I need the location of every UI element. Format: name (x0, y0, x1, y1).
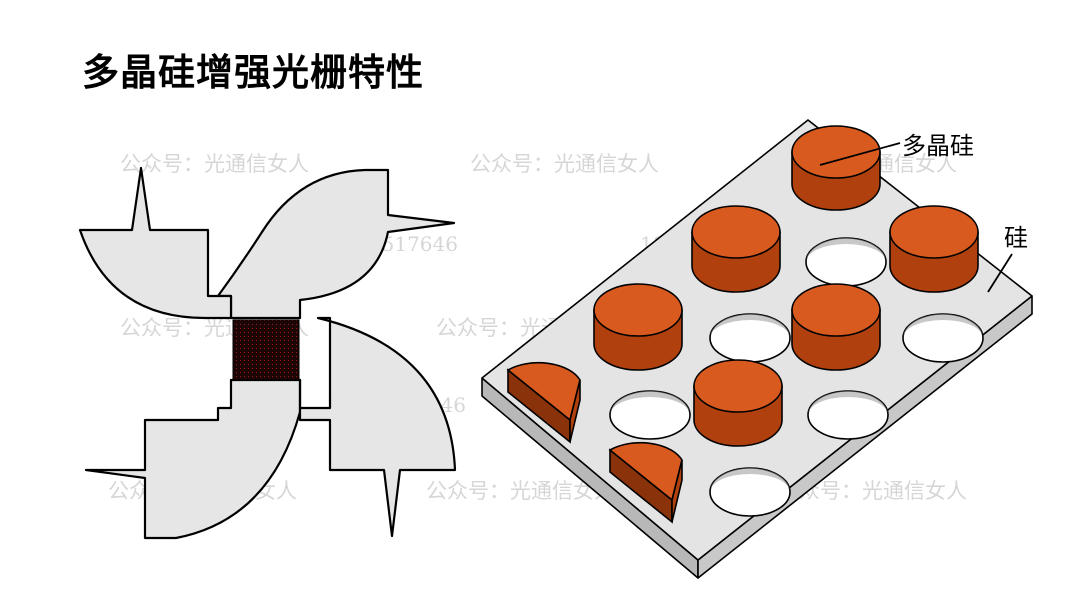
cylinder (791, 125, 881, 211)
slab-holes (609, 237, 984, 517)
cylinder (593, 283, 683, 371)
page-title: 多晶硅增强光栅特性 (82, 51, 424, 94)
grating-center (232, 319, 300, 381)
pinwheel-arm-bottom-right (298, 316, 457, 538)
pinwheel-coupler (78, 166, 457, 540)
poly-si-label: 多晶硅 (902, 132, 974, 160)
poly-si-leader (819, 142, 901, 166)
pinwheel-arm-bottom-left (84, 378, 302, 540)
pinwheel-arm-top-right (216, 168, 456, 320)
cylinder (691, 205, 781, 293)
half-cylinder (506, 361, 581, 444)
pinwheel-arm-top-left (78, 166, 233, 320)
si-label: 硅 (1004, 224, 1028, 252)
half-cylinder (608, 441, 683, 524)
cylinder (791, 283, 881, 371)
cylinder (889, 205, 979, 293)
si-leader (987, 253, 1013, 293)
cylinder (693, 359, 783, 447)
poly-si-cylinders (506, 125, 979, 524)
